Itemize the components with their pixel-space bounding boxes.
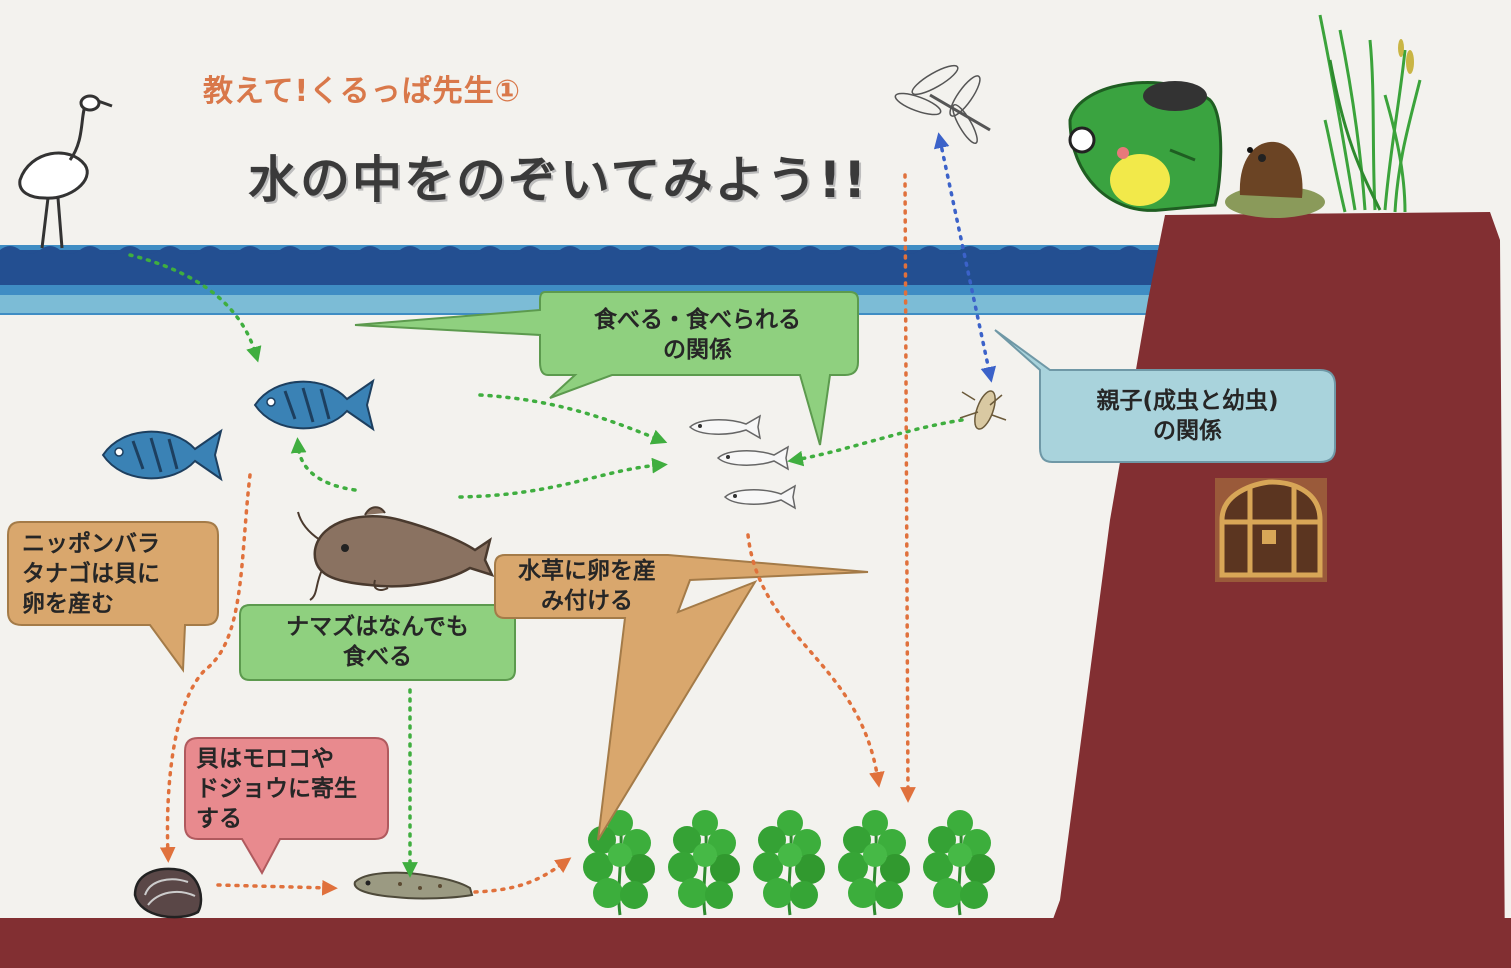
bubble-eat-relation-shape xyxy=(354,291,859,446)
bubble-waterweed-line2: み付ける xyxy=(541,588,633,614)
bubble-bitterling-line3: 卵を産む xyxy=(22,591,114,617)
waterweed-icon xyxy=(581,808,657,917)
loach-icon xyxy=(353,871,474,900)
bubble-eat-relation-line2: の関係 xyxy=(663,337,732,363)
kappa-mascot-icon xyxy=(1068,81,1223,212)
page-title: 水の中をのぞいてみよう!! xyxy=(248,151,869,209)
catfish-icon xyxy=(297,506,495,601)
treasure-chest-icon xyxy=(1215,478,1327,582)
medaka-icon xyxy=(689,415,761,439)
bubble-shellfish-line1: 貝はモロコや xyxy=(196,746,334,772)
waterweed-icon xyxy=(751,808,827,917)
medaka-icon xyxy=(717,446,789,470)
green-arrows xyxy=(128,253,964,878)
clam-icon xyxy=(133,867,203,919)
bubble-shellfish: 貝はモロコや ドジョウに寄生 する xyxy=(196,742,384,836)
bubble-catfish-line1: ナマズはなんでも xyxy=(286,614,469,640)
fish-icon xyxy=(101,429,223,481)
bubble-parent-child-line1: 親子(成虫と幼虫) xyxy=(1096,388,1279,414)
bubble-bitterling-shape xyxy=(7,521,219,673)
bubble-catfish: ナマズはなんでも 食べる xyxy=(245,608,510,676)
bubble-eat-relation: 食べる・食べられる の関係 xyxy=(545,300,850,370)
blue-arrow xyxy=(933,132,997,383)
waterweed-icon xyxy=(921,808,997,917)
dragonfly-larva-icon xyxy=(959,390,1007,430)
dragonfly-icon xyxy=(894,64,991,145)
bubble-parent-child-shape xyxy=(994,329,1336,463)
bubble-shellfish-line2: ドジョウに寄生 xyxy=(196,776,357,802)
waterweed-icon xyxy=(836,808,912,917)
bubble-bitterling-line2: タナゴは貝に xyxy=(22,561,160,587)
bubble-parent-child: 親子(成虫と幼虫) の関係 xyxy=(1045,375,1330,457)
bubble-bitterling: ニッポンバラ タナゴは貝に 卵を産む xyxy=(22,526,212,622)
reeds-icon xyxy=(1318,14,1422,213)
bubble-catfish-line2: 食べる xyxy=(343,644,412,670)
bubble-parent-child-line2: の関係 xyxy=(1153,418,1222,444)
waterweed-icon xyxy=(666,808,742,917)
riverbed xyxy=(0,918,1511,968)
subtitle: 教えて!くるっぱ先生① xyxy=(203,74,521,109)
mole-icon xyxy=(1225,141,1325,218)
medaka-icon xyxy=(724,485,796,509)
bubble-waterweed: 水草に卵を産 み付ける xyxy=(498,556,676,616)
bubble-waterweed-shape xyxy=(494,554,869,841)
bubble-waterweed-line1: 水草に卵を産 xyxy=(518,558,656,584)
river-bank xyxy=(1035,212,1505,968)
bubble-bitterling-line1: ニッポンバラ xyxy=(22,531,160,557)
orange-arrows xyxy=(159,173,916,896)
heron-icon xyxy=(18,94,113,249)
fish-icon xyxy=(253,379,375,431)
bubble-shellfish-shape xyxy=(184,737,389,876)
bubble-eat-relation-line1: 食べる・食べられる xyxy=(594,307,801,333)
bubble-shellfish-line3: する xyxy=(196,806,242,832)
